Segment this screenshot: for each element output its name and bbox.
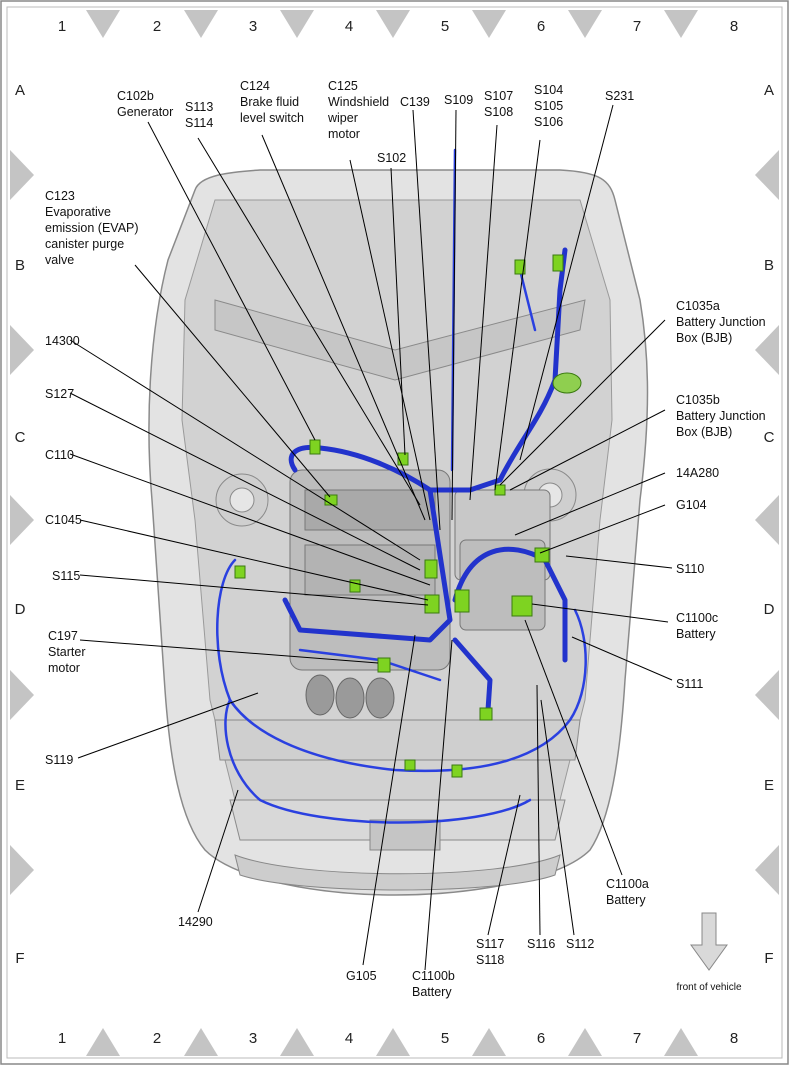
grid-column-labels-top: 1 2 3 4 5 6 7 8 xyxy=(58,18,738,35)
callout-s104-s106: S104 S105 S106 xyxy=(534,83,567,129)
callout-c124: C124 Brake fluid level switch xyxy=(240,79,304,125)
grid-column-labels-bottom: 1 2 3 4 5 6 7 8 xyxy=(58,1030,738,1047)
grid-col-7-bottom: 7 xyxy=(633,1030,641,1047)
grid-row-e-right: E xyxy=(764,777,774,794)
grid-row-d: D xyxy=(15,601,26,618)
callout-s111: S111 xyxy=(676,677,703,691)
callout-c1100a: C1100a Battery xyxy=(606,877,652,907)
grid-col-6: 6 xyxy=(537,18,545,35)
grid-col-5-bottom: 5 xyxy=(441,1030,449,1047)
grid-row-e: E xyxy=(15,777,25,794)
callout-s117-s118: S117 S118 xyxy=(476,937,508,967)
callout-s109: S109 xyxy=(444,93,473,107)
callout-s115: S115 xyxy=(52,569,80,583)
grid-col-4-bottom: 4 xyxy=(345,1030,353,1047)
callout-c125: C125 Windshield wiper motor xyxy=(327,79,393,141)
callout-s127: S127 xyxy=(45,387,74,401)
callout-14290: 14290 xyxy=(178,915,213,929)
grid-col-6-bottom: 6 xyxy=(537,1030,545,1047)
grid-col-2-bottom: 2 xyxy=(153,1030,161,1047)
grid-row-f-right: F xyxy=(764,950,773,967)
grid-row-labels-right: A B C D E F xyxy=(764,82,775,967)
leader-lines xyxy=(69,104,673,971)
left-ruler-marks xyxy=(10,150,34,895)
callout-s110: S110 xyxy=(676,562,704,576)
callout-14a280: 14A280 xyxy=(676,466,719,480)
grid-col-8-bottom: 8 xyxy=(730,1030,738,1047)
grid-col-5: 5 xyxy=(441,18,449,35)
grid-row-labels-left: A B C D E F xyxy=(15,82,26,967)
callout-s231: S231 xyxy=(605,89,634,103)
grid-col-4: 4 xyxy=(345,18,353,35)
callout-s112: S112 xyxy=(566,937,594,951)
grid-col-7: 7 xyxy=(633,18,641,35)
callout-c197: C197 Starter motor xyxy=(48,629,89,675)
callout-c1045: C1045 xyxy=(45,513,82,527)
callout-c139: C139 xyxy=(400,95,430,109)
callout-s119: S119 xyxy=(45,753,73,767)
callout-c1035b: C1035b Battery Junction Box (BJB) xyxy=(676,393,769,439)
callout-c1100b: C1100b Battery xyxy=(412,969,458,999)
callout-s113-s114: S113 S114 xyxy=(185,100,217,130)
grid-col-2: 2 xyxy=(153,18,161,35)
grid-row-d-right: D xyxy=(764,601,775,618)
grid-row-f: F xyxy=(15,950,24,967)
callout-g105: G105 xyxy=(346,969,377,983)
connectors xyxy=(234,254,582,778)
callout-s116: S116 xyxy=(527,937,555,951)
right-ruler-marks xyxy=(755,150,779,895)
callout-s107-s108: S107 S108 xyxy=(484,89,517,119)
callout-14300: 14300 xyxy=(45,334,80,348)
diagram-inner-border xyxy=(6,6,783,1059)
grid-row-b: B xyxy=(15,257,25,274)
callout-s102: S102 xyxy=(377,151,406,165)
grid-col-8: 8 xyxy=(730,18,738,35)
vehicle-body xyxy=(148,169,649,896)
callout-c1100c: C1100c Battery xyxy=(676,611,722,641)
callout-c123: C123 Evaporative emission (EVAP) caniste… xyxy=(45,189,142,267)
grid-col-3: 3 xyxy=(249,18,257,35)
bottom-ruler-marks xyxy=(86,1028,698,1056)
down-arrow-icon xyxy=(690,912,728,971)
callout-c1035a: C1035a Battery Junction Box (BJB) xyxy=(676,299,769,345)
grid-row-a-right: A xyxy=(764,82,774,99)
grid-col-1-bottom: 1 xyxy=(58,1030,66,1047)
callout-labels: C102b Generator S113 S114 C124 Brake flu… xyxy=(45,79,769,999)
callout-c102b: C102b Generator xyxy=(117,89,173,119)
front-of-vehicle-label: front of vehicle xyxy=(676,982,741,993)
callout-c110: C110 xyxy=(45,448,74,462)
top-ruler-marks xyxy=(86,10,698,38)
grid-row-b-right: B xyxy=(764,257,774,274)
grid-row-a: A xyxy=(15,82,25,99)
grid-row-c-right: C xyxy=(764,429,775,446)
grid-row-c: C xyxy=(15,429,26,446)
callout-g104: G104 xyxy=(676,498,707,512)
grid-col-1: 1 xyxy=(58,18,66,35)
front-of-vehicle-indicator: front of vehicle xyxy=(676,912,742,993)
grid-col-3-bottom: 3 xyxy=(249,1030,257,1047)
